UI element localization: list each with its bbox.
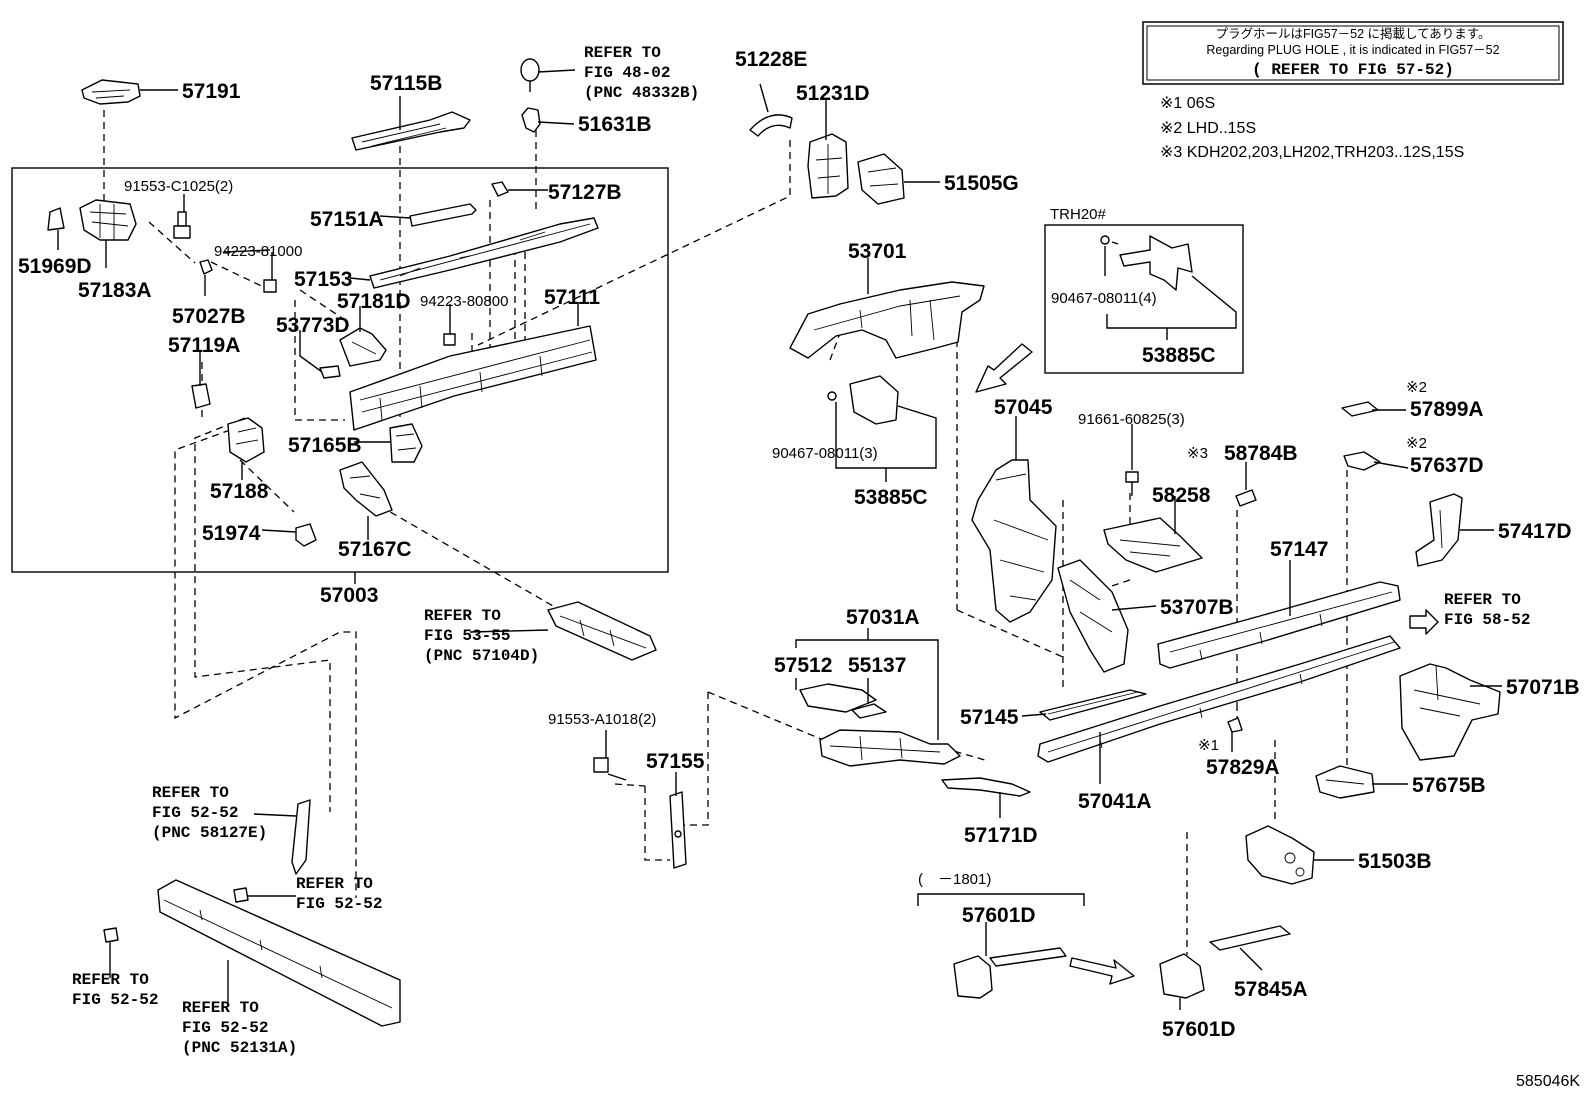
trh20-inset: TRH20# 90467-08011(4) 53885C [1044, 206, 1244, 374]
label-57601D-right: 57601D [1162, 1018, 1236, 1041]
footnote-2: ※2 LHD..15S [1160, 120, 1256, 137]
ref-48-line3: (PNC 48332B) [584, 84, 699, 102]
notice-line-3: ( REFER TO FIG 57-52) [1252, 61, 1454, 79]
label-94223-81000: 94223-81000 [214, 243, 302, 260]
notice-line-2: Regarding PLUG HOLE , it is indicated in… [1206, 43, 1499, 57]
label-51231D: 51231D [796, 82, 870, 105]
ref-52b-line2: FIG 52-52 [296, 895, 382, 913]
leader-lines [57, 69, 1502, 1010]
ref-52a-line1: REFER TO [152, 784, 229, 802]
ref-52c-line1: REFER TO [72, 971, 149, 989]
range-note: ( －1801) [918, 871, 991, 888]
label-57167C: 57167C [338, 538, 412, 561]
ref-48-line1: REFER TO [584, 44, 661, 62]
label-57071B: 57071B [1506, 676, 1580, 699]
label-57675B: 57675B [1412, 774, 1486, 797]
ref-53-line2: FIG 53-55 [424, 627, 510, 645]
label-57165B: 57165B [288, 434, 362, 457]
label-57031A: 57031A [846, 606, 920, 629]
refer-labels: REFER TO FIG 48-02 (PNC 48332B) REFER TO… [72, 44, 1530, 1057]
inset-title: TRH20# [1050, 206, 1107, 223]
label-51974: 51974 [202, 522, 261, 545]
ref-52d-line3: (PNC 52131A) [182, 1039, 297, 1057]
assembly-group-box [11, 167, 669, 573]
mark-2a: ※2 [1406, 379, 1427, 396]
label-57188: 57188 [210, 480, 269, 503]
part-labels: 57191 57115B 51631B 51228E 51231D 51505G… [18, 48, 1580, 1041]
label-57845A: 57845A [1234, 978, 1308, 1001]
label-57171D: 57171D [964, 824, 1038, 847]
ref-52a-line2: FIG 52-52 [152, 804, 238, 822]
label-57115B: 57115B [370, 72, 442, 95]
figure-id: 585046K [1516, 1073, 1580, 1090]
part-drawings [47, 58, 1501, 1027]
label-57155: 57155 [646, 750, 705, 773]
label-57417D: 57417D [1498, 520, 1572, 543]
inset-bolt-label: 90467-08011(4) [1051, 290, 1157, 307]
ref-52b-line1: REFER TO [296, 875, 373, 893]
notice-line-1: プラグホールはFIG57－52 に掲載してあります。 [1215, 26, 1490, 41]
ref-53-line3: (PNC 57104D) [424, 647, 539, 665]
ref-52a-line3: (PNC 58127E) [152, 824, 267, 842]
label-57191: 57191 [182, 80, 241, 103]
label-57151A: 57151A [310, 208, 384, 231]
label-94223-80800: 94223-80800 [420, 293, 508, 310]
ref-53-line1: REFER TO [424, 607, 501, 625]
label-91553-C1025: 91553-C1025(2) [124, 178, 233, 195]
label-57147: 57147 [1270, 538, 1328, 561]
label-57045: 57045 [994, 396, 1053, 419]
ref-52d-line2: FIG 52-52 [182, 1019, 268, 1037]
label-51631B: 51631B [578, 113, 652, 136]
label-53773D: 53773D [276, 314, 350, 337]
footnotes: ※1 06S ※2 LHD..15S ※3 KDH202,203,LH202,T… [1160, 95, 1464, 161]
label-57181D: 57181D [337, 290, 411, 313]
plug-hole-notice: プラグホールはFIG57－52 に掲載してあります。 Regarding PLU… [1142, 21, 1564, 85]
label-57829A: 57829A [1206, 756, 1280, 779]
mark-2b: ※2 [1406, 435, 1427, 452]
label-57899A: 57899A [1410, 398, 1484, 421]
label-53885C: 53885C [854, 486, 928, 509]
label-51969D: 51969D [18, 255, 92, 278]
ref-52c-line2: FIG 52-52 [72, 991, 158, 1009]
label-57041A: 57041A [1078, 790, 1152, 813]
label-57183A: 57183A [78, 279, 152, 302]
ref-58-line2: FIG 58-52 [1444, 611, 1530, 629]
label-51505G: 51505G [944, 172, 1019, 195]
label-53707B: 53707B [1160, 596, 1234, 619]
label-90467-08011-3: 90467-08011(3) [772, 445, 878, 462]
label-57145: 57145 [960, 706, 1019, 729]
label-57153: 57153 [294, 268, 352, 291]
label-57127B: 57127B [548, 181, 622, 204]
label-51503B: 51503B [1358, 850, 1432, 873]
label-57601D-left: 57601D [962, 904, 1036, 927]
footnote-1: ※1 06S [1160, 95, 1215, 112]
label-57003: 57003 [320, 584, 378, 607]
mark-1: ※1 [1198, 737, 1219, 754]
label-53701: 53701 [848, 240, 907, 263]
label-58258: 58258 [1152, 484, 1211, 507]
label-91661-60825: 91661-60825(3) [1078, 411, 1185, 428]
ref-48-line2: FIG 48-02 [584, 64, 670, 82]
ref-58-line1: REFER TO [1444, 591, 1521, 609]
label-57512: 57512 [774, 654, 832, 677]
label-91553-A1018: 91553-A1018(2) [548, 711, 656, 728]
label-58784B: 58784B [1224, 442, 1298, 465]
mark-3: ※3 [1187, 445, 1208, 462]
inset-part-label: 53885C [1142, 344, 1216, 367]
ref-52d-line1: REFER TO [182, 999, 259, 1017]
label-57027B: 57027B [172, 305, 246, 328]
label-57111: 57111 [544, 286, 600, 309]
footnote-3: ※3 KDH202,203,LH202,TRH203..12S,15S [1160, 144, 1464, 161]
label-57637D: 57637D [1410, 454, 1484, 477]
label-57119A: 57119A [168, 334, 240, 357]
label-51228E: 51228E [735, 48, 807, 71]
label-55137: 55137 [848, 654, 906, 677]
